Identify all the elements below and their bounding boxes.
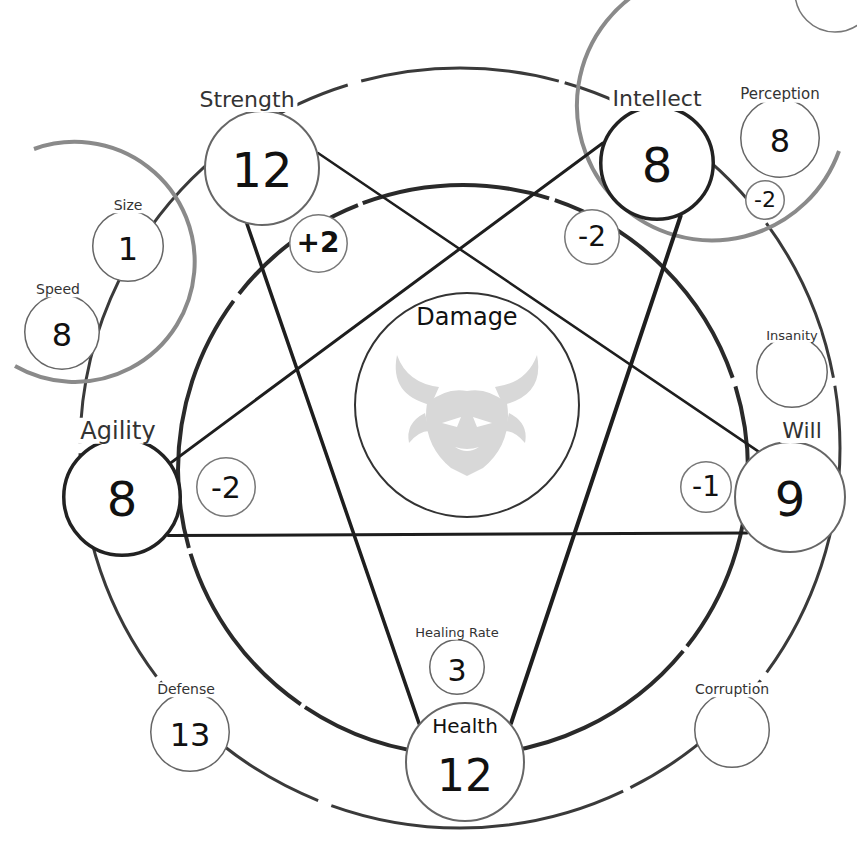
inner-ring (178, 185, 748, 755)
intellect-bracket (577, 0, 839, 240)
demon-icon (396, 355, 539, 476)
demon-shape (408, 413, 429, 443)
stat-label: Defense (154, 682, 218, 697)
stat-value: 8 (642, 139, 673, 192)
circle-shape (741, 99, 820, 178)
modifier-circle: -1 (680, 461, 732, 513)
value-text: Damage (416, 304, 517, 330)
circle-shape (25, 295, 100, 370)
value-text: -1 (692, 472, 720, 503)
damage-circle: Damage (354, 292, 580, 518)
value-text: -2 (211, 471, 241, 504)
stat-label: Healing Rate (412, 626, 501, 640)
circle-shape (355, 293, 579, 517)
circle-shape (151, 693, 230, 772)
stat-label: Size (111, 198, 146, 213)
value-text: -2 (578, 222, 606, 253)
size-speed-bracket (15, 142, 195, 382)
demon-shape (505, 413, 526, 443)
demon-eye (473, 417, 492, 427)
circle-shape (601, 107, 714, 220)
circle-shape (746, 181, 785, 220)
circle-shape (64, 439, 181, 556)
value-text: 8 (52, 318, 72, 353)
circle-outline (756, 336, 828, 408)
modifier-circle: +2 (289, 214, 348, 273)
attribute-circle: Healing Rate3 (429, 639, 485, 695)
demon-eye (442, 417, 461, 427)
circle-shape (757, 337, 828, 408)
stat-label: Intellect (609, 87, 704, 111)
modifier-circle: -2 (196, 457, 256, 517)
outer-ring (80, 68, 840, 828)
stat-value: 12 (437, 752, 493, 800)
value-text: 8 (770, 124, 790, 159)
stat-label: Strength (196, 88, 297, 112)
stat-value: 8 (107, 473, 138, 526)
value-text: 13 (170, 718, 211, 753)
demon-shape (495, 355, 538, 405)
value-text: Health (432, 715, 498, 737)
demon-mouth (455, 447, 479, 451)
modifier-circle: -2 (564, 209, 620, 265)
stat-circle: Strength12 (204, 110, 320, 226)
circle-shape (681, 462, 732, 513)
attribute-circle: Corruption (694, 692, 770, 768)
modifier-circle: -2 (745, 180, 785, 220)
stat-label: Agility (77, 418, 158, 444)
circle-shape (735, 442, 845, 552)
stat-label: Speed (33, 282, 83, 297)
stat-circle: Health 12 (405, 702, 525, 822)
attribute-circle: Size1 (92, 210, 164, 282)
circle-shape (93, 211, 164, 282)
stat-label: Insanity (763, 329, 820, 343)
circle-shape (695, 693, 770, 768)
circle-shape (430, 640, 485, 695)
circle-shape (205, 111, 319, 225)
circle-outline (694, 692, 770, 768)
attribute-circle: Defense13 (150, 692, 230, 772)
stat-label: Perception (737, 86, 822, 103)
value-text: 1 (118, 232, 138, 267)
value-text: 3 (447, 654, 466, 687)
demon-shape (426, 390, 508, 476)
stat-label: Corruption (692, 682, 772, 697)
stat-circle: Agility8 (62, 437, 182, 557)
corner-circle (795, 0, 857, 32)
circle-shape (565, 210, 620, 265)
circle-shape (289, 214, 346, 271)
attribute-circle: Perception8 (740, 98, 820, 178)
attribute-circle: Insanity (756, 336, 828, 408)
circle-shape (197, 458, 256, 517)
pentagram-line (168, 533, 747, 536)
stat-value: 12 (231, 144, 292, 197)
stat-circle: Intellect8 (599, 105, 715, 221)
attribute-circle: Speed8 (24, 294, 100, 370)
value-text: -2 (754, 188, 776, 212)
value-text: +2 (297, 228, 340, 259)
stat-label: Will (779, 419, 825, 443)
demon-shape (396, 355, 439, 405)
circle-shape (406, 703, 524, 821)
stat-value: 9 (775, 473, 806, 526)
stat-circle: Will9 (734, 441, 846, 553)
